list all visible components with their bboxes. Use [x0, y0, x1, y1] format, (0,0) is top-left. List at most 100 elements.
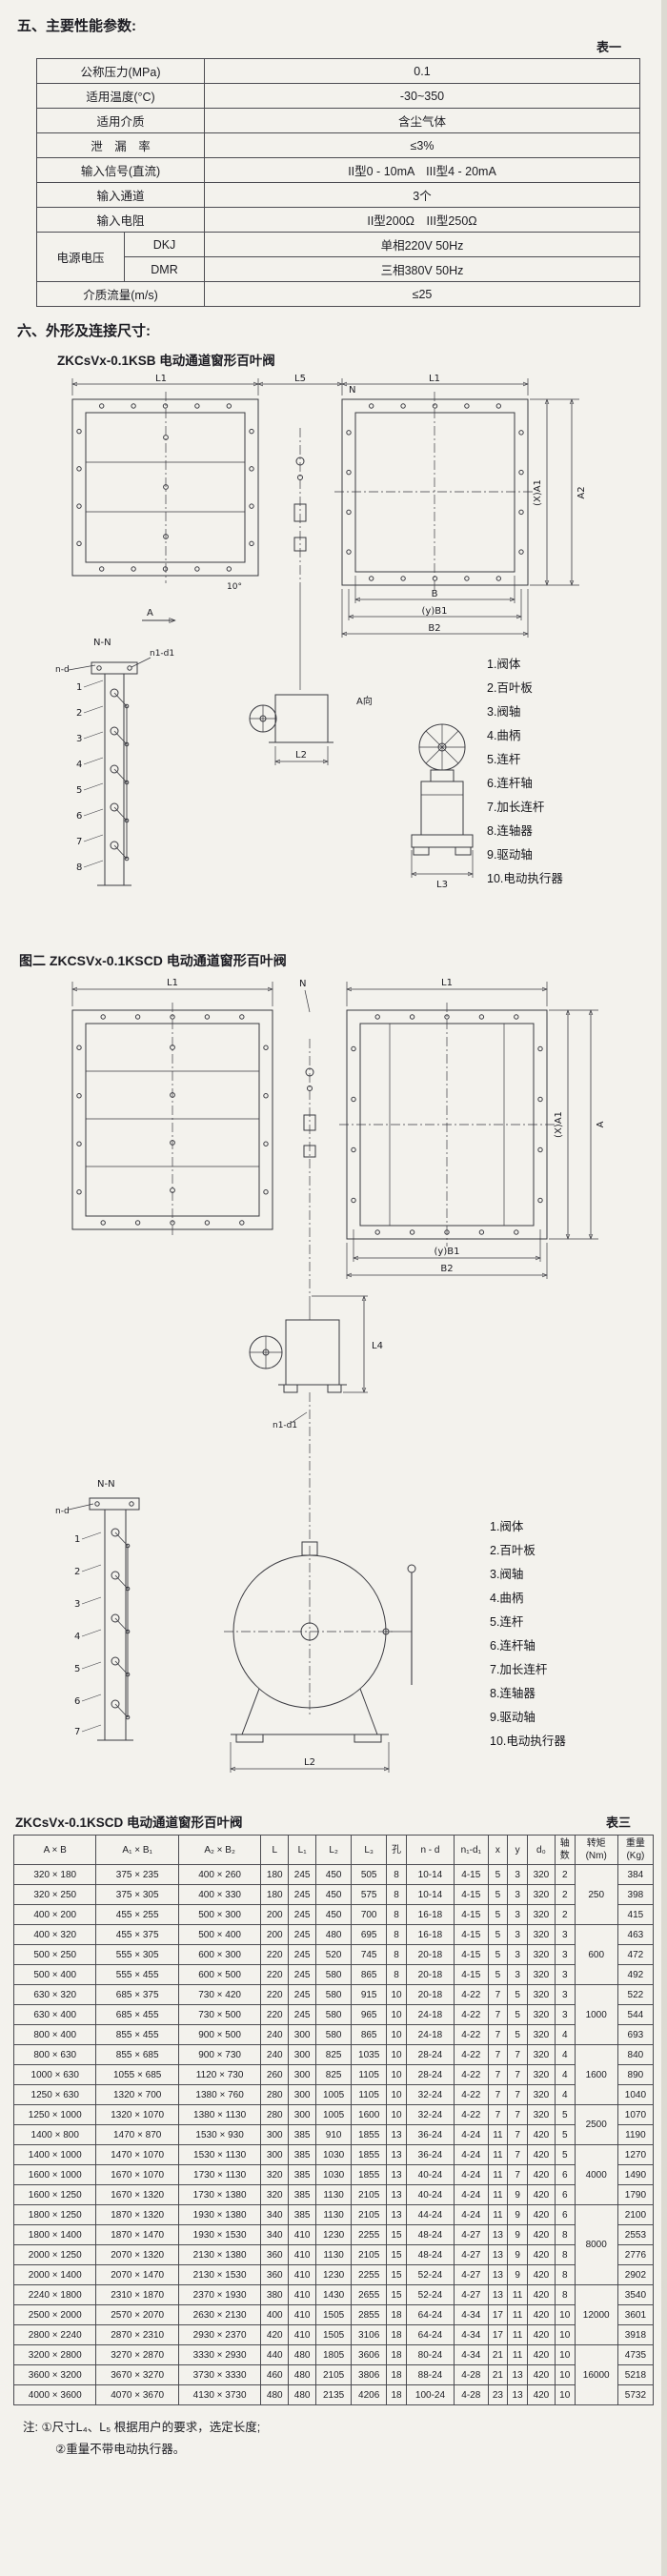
- table-cell: 20-18: [405, 1944, 455, 1965]
- table-cell: 80-24: [405, 2344, 455, 2365]
- table-cell: 13: [507, 2384, 528, 2405]
- table-cell: 1005: [315, 2104, 353, 2125]
- table-cell: 7: [507, 2164, 528, 2185]
- table-cell: 320: [526, 2024, 556, 2045]
- table-cell: 400 × 200: [12, 1904, 97, 1925]
- table-cell: 8: [386, 1924, 407, 1945]
- table-cell: 3106: [351, 2324, 388, 2345]
- table-cell: 2240 × 1800: [12, 2284, 97, 2305]
- table-cell: 320: [526, 1864, 556, 1885]
- table-cell: 4-22: [454, 2024, 489, 2045]
- table-cell: 4000 × 3600: [12, 2384, 97, 2405]
- table-cell: 10: [554, 2344, 576, 2365]
- table-cell: 7: [487, 2024, 509, 2045]
- table-cell: 400 × 330: [177, 1884, 262, 1905]
- table-cell: 965: [351, 2004, 388, 2025]
- table-cell: 380: [260, 2284, 290, 2305]
- table-cell: 1870 × 1320: [95, 2204, 179, 2225]
- table-cell: 3: [554, 1924, 576, 1945]
- table-cell: 1030: [315, 2144, 353, 2165]
- table-cell: 1130: [315, 2204, 353, 2225]
- table-cell: 15: [386, 2264, 407, 2285]
- dim-label-b2: B2: [440, 1264, 453, 1274]
- table-cell: 24-18: [405, 2024, 455, 2045]
- torque-cell: 250: [574, 1864, 618, 1925]
- table-cell: 13: [507, 2364, 528, 2385]
- table-cell: 555 × 455: [95, 1964, 179, 1985]
- table-cell: 480: [288, 2384, 317, 2405]
- parts-list-item: 6.连杆轴: [490, 1639, 536, 1653]
- table-cell: 11: [487, 2144, 509, 2165]
- table-cell: 10: [386, 2104, 407, 2125]
- table-cell: 360: [260, 2244, 290, 2265]
- table-cell: 18: [386, 2364, 407, 2385]
- table-cell: 1870 × 1470: [95, 2224, 179, 2245]
- table-cell: 10: [386, 1984, 407, 2005]
- table-cell: 13: [386, 2204, 407, 2225]
- spec-label: 输入信号(直流): [36, 157, 205, 183]
- scan-edge: [661, 0, 667, 2576]
- table-cell: 480: [288, 2364, 317, 2385]
- table-cell: 450: [315, 1904, 353, 1925]
- table-cell: 320: [260, 2164, 290, 2185]
- table-cell: 2: [554, 1884, 576, 1905]
- table-cell: 3730 × 3330: [177, 2364, 262, 2385]
- table-cell: 7: [487, 2084, 509, 2105]
- table-cell: 400 × 260: [177, 1864, 262, 1885]
- table-cell: 410: [288, 2304, 317, 2325]
- table-cell: 300: [288, 2084, 317, 2105]
- spec-value: 0.1: [204, 58, 640, 84]
- view-arrow-a: A: [147, 608, 153, 619]
- table-cell: 240: [260, 2044, 290, 2065]
- table-cell: 11: [507, 2284, 528, 2305]
- figure2-caption: 图二 ZKCSVx-0.1KSCD 电动通道窗形百叶阀: [19, 953, 287, 968]
- table-cell: 9: [507, 2224, 528, 2245]
- table-cell: 20-18: [405, 1984, 455, 2005]
- table-cell: 420: [526, 2364, 556, 2385]
- table-cell: 340: [260, 2224, 290, 2245]
- hole-label-n1d1: n1-d1: [273, 1421, 297, 1430]
- table-cell: 4-24: [454, 2144, 489, 2165]
- table-cell: 575: [351, 1884, 388, 1905]
- table-cell: 8: [386, 1904, 407, 1925]
- torque-cell: 16000: [574, 2344, 618, 2405]
- table-cell: 500 × 400: [177, 1924, 262, 1945]
- table-cell: 3: [507, 1944, 528, 1965]
- dim-label-l1-right: L1: [441, 978, 453, 988]
- spec-row: 泄 漏 率≤3%: [36, 132, 640, 158]
- dim-label-l5: L5: [294, 374, 306, 384]
- table-cell: 500 × 250: [12, 1944, 97, 1965]
- table-cell: 5732: [616, 2384, 655, 2405]
- table-cell: 1105: [351, 2084, 388, 2105]
- table-cell: 1000 × 630: [12, 2064, 97, 2085]
- note-prefix: 注:: [23, 2421, 38, 2434]
- table-cell: 7: [487, 2104, 509, 2125]
- table-cell: 2255: [351, 2264, 388, 2285]
- table-cell: 15: [386, 2244, 407, 2265]
- table-cell: 245: [288, 2004, 317, 2025]
- table-cell: 2100: [616, 2204, 655, 2225]
- parts-list-item: 6.连杆轴: [487, 777, 533, 790]
- table-cell: 890: [616, 2064, 655, 2085]
- table-cell: 10: [386, 2024, 407, 2045]
- dim-label-b: B: [432, 589, 438, 599]
- part-callout-number: 1: [76, 682, 82, 693]
- table-cell: 420: [526, 2324, 556, 2345]
- table-cell: 11: [487, 2204, 509, 2225]
- parts-list-item: 7.加长连杆: [490, 1663, 548, 1676]
- table3-caption: ZKCsVx-0.1KSCD 电动通道窗形百叶阀: [15, 1815, 243, 1830]
- part-callout-number: 5: [76, 785, 82, 796]
- table-cell: 6: [554, 2184, 576, 2205]
- table-cell: 52-24: [405, 2284, 455, 2305]
